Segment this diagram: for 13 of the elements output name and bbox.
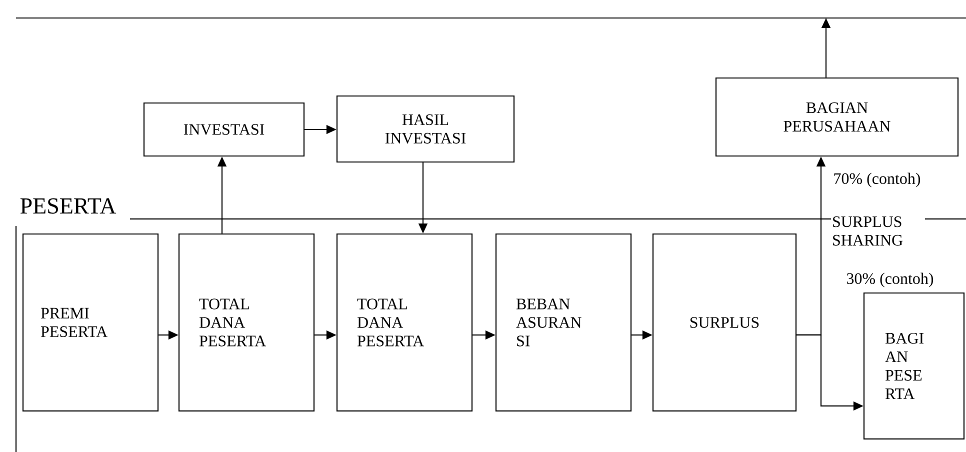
process-box: TOTAL DANA PESERTA bbox=[178, 233, 315, 412]
process-box: BEBAN ASURAN SI bbox=[495, 233, 632, 412]
process-box: SURPLUS bbox=[652, 233, 797, 412]
edge-label: 70% (contoh) bbox=[832, 172, 922, 188]
process-box: TOTAL DANA PESERTA bbox=[336, 233, 473, 412]
process-box: HASIL INVESTASI bbox=[336, 95, 515, 163]
process-box: BAGI AN PESE RTA bbox=[863, 292, 965, 440]
note-text: SURPLUS SHARING bbox=[831, 215, 925, 247]
process-box: PREMI PESERTA bbox=[22, 233, 159, 412]
process-box: INVESTASI bbox=[143, 102, 305, 157]
process-box: BAGIAN PERUSAHAAN bbox=[715, 77, 959, 157]
lane-label: PESERTA bbox=[20, 198, 116, 214]
edge-label: 30% (contoh) bbox=[845, 272, 935, 288]
